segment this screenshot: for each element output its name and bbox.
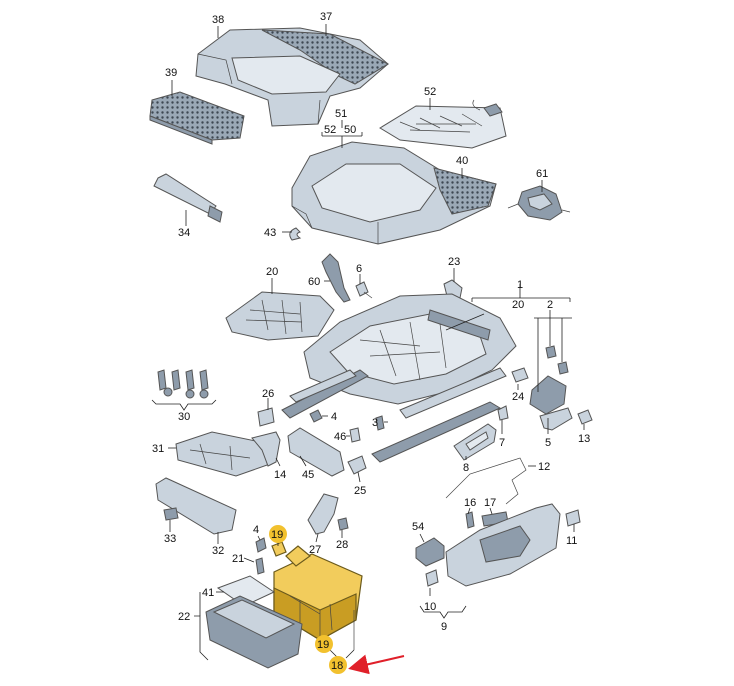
label-13: 13 [578,433,590,445]
label-19-lower: 19 [317,639,329,651]
label-20-left: 20 [266,266,278,278]
label-22: 22 [178,611,190,623]
part-8-trim-panel[interactable] [453,423,497,461]
label-20-right: 20 [512,299,524,311]
label-51: 51 [335,108,347,120]
part-2-screws[interactable] [545,345,569,375]
part-5-recliner-mechanism[interactable] [529,375,573,431]
part-46-bolt[interactable] [349,427,361,443]
part-52-seat-heating-mat[interactable] [379,99,507,149]
part-34-grease-tube[interactable] [153,173,223,223]
label-39: 39 [165,67,177,79]
label-6: 6 [356,263,362,275]
label-18: 18 [331,660,343,672]
part-7-clip[interactable] [497,405,509,421]
label-25: 25 [354,485,366,497]
label-4-lower: 4 [253,524,259,536]
part-9-side-cover[interactable] [445,503,561,587]
label-5: 5 [545,437,551,449]
label-24: 24 [512,391,524,403]
label-52-top: 52 [424,86,436,98]
label-26: 26 [262,388,274,400]
part-30-screw-set[interactable] [157,369,209,399]
label-4-upper: 4 [331,411,337,423]
label-7: 7 [499,437,505,449]
label-43: 43 [264,227,276,239]
part-4-clip-lower[interactable] [255,537,267,553]
label-33: 33 [164,533,176,545]
leader-lines [151,24,585,661]
callout-badge-18 [329,656,347,674]
label-17: 17 [484,497,496,509]
label-3: 3 [372,417,378,429]
part-27-bracket[interactable] [307,493,339,535]
label-32: 32 [212,545,224,557]
label-45: 45 [302,469,314,481]
label-61: 61 [536,168,548,180]
part-6-bolt[interactable] [355,281,373,299]
part-25-bracket[interactable] [347,455,367,475]
part-40-seat-cushion[interactable] [291,141,497,245]
label-12: 12 [538,461,550,473]
label-11: 11 [566,535,577,547]
part-1-seat-frame[interactable] [281,293,517,463]
part-3-screw[interactable] [375,415,385,431]
label-8: 8 [463,462,469,474]
part-24-bracket[interactable] [511,367,529,383]
part-43-clip[interactable] [289,227,302,241]
part-16-screw[interactable] [465,511,475,529]
callout-badge-19-lower [315,635,333,653]
part-54-connector[interactable] [415,537,445,567]
part-20-seat-pan-left[interactable] [225,291,335,341]
label-46: 46 [334,431,346,443]
label-9: 9 [441,621,447,633]
label-60: 60 [308,276,320,288]
part-28-screw[interactable] [337,517,349,531]
part-45-side-trim[interactable] [287,427,345,477]
part-61-motor-unit[interactable] [507,185,571,221]
label-31: 31 [152,443,164,455]
callout-badge-19-upper [269,525,287,543]
part-37-38-backrest-foam[interactable] [195,27,390,127]
part-26-clip[interactable] [257,407,275,427]
part-39-foam-pad[interactable] [149,91,245,145]
part-22-storage-drawer[interactable] [205,595,303,669]
label-21: 21 [232,553,244,565]
part-12-cable[interactable] [445,457,527,505]
label-27: 27 [309,544,321,556]
label-10: 10 [424,601,436,613]
label-38: 38 [212,14,224,26]
part-60-handle[interactable] [321,253,351,303]
label-37: 37 [320,11,332,23]
label-16: 16 [464,497,476,509]
part-19-screw-upper[interactable] [271,541,287,557]
label-28: 28 [336,539,348,551]
part-14-bracket[interactable] [251,431,281,467]
part-11-screw[interactable] [565,509,581,527]
label-40: 40 [456,155,468,167]
label-14: 14 [274,469,286,481]
part-18-drawer-housing-highlighted[interactable] [273,545,363,650]
label-34: 34 [178,227,190,239]
label-1: 1 [517,279,523,291]
part-number-labels: 38 37 39 52 51 52 50 40 61 34 43 23 20 6… [152,11,590,672]
label-41: 41 [202,587,214,599]
label-52: 52 [324,124,336,136]
label-30: 30 [178,411,190,423]
part-33-clip[interactable] [163,507,179,521]
pointer-arrow [348,654,405,675]
part-10-connector[interactable] [425,569,439,587]
part-4-clip-upper[interactable] [309,409,323,423]
part-13-bolt[interactable] [577,409,593,425]
label-54: 54 [412,521,424,533]
label-50: 50 [344,124,356,136]
part-32-front-trim[interactable] [155,477,237,535]
part-21-screw[interactable] [255,557,265,575]
label-19-upper: 19 [271,529,283,541]
label-2: 2 [547,299,553,311]
label-23: 23 [448,256,460,268]
